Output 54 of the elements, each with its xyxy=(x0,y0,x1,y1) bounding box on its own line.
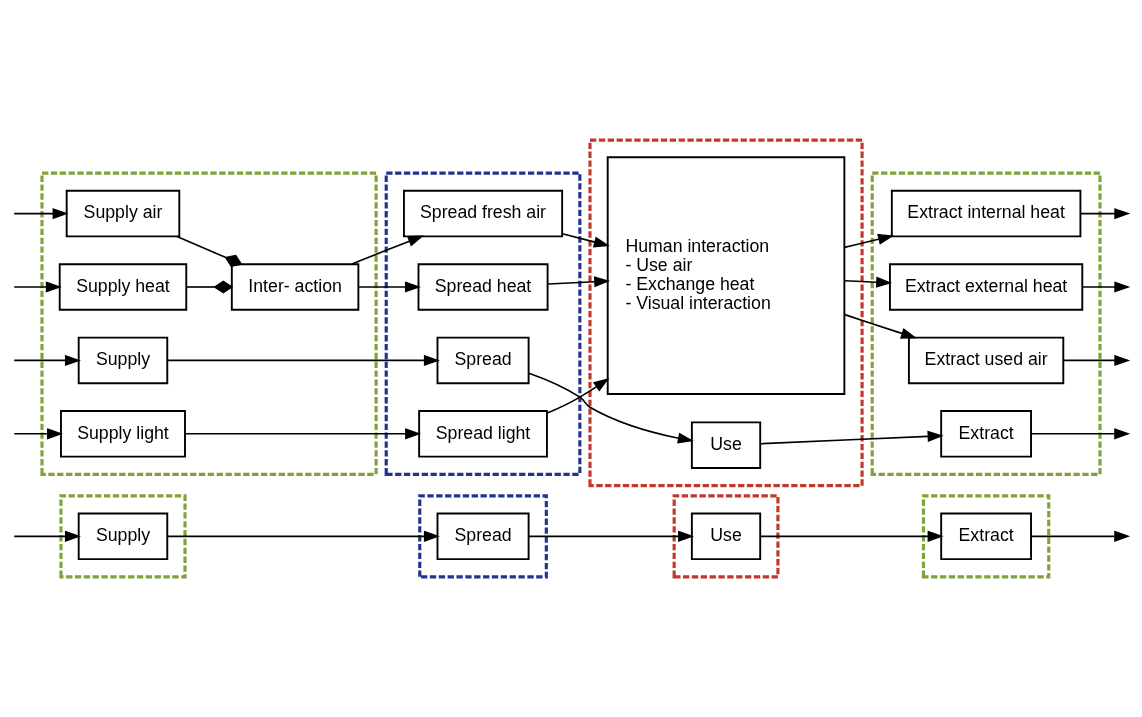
arrow xyxy=(1030,530,1131,542)
arrow xyxy=(13,208,69,220)
node-box: Spread xyxy=(436,512,530,561)
node-box: Spread heat xyxy=(417,263,549,311)
arrow xyxy=(13,354,81,366)
node-box: Supply light xyxy=(60,410,186,458)
arrow xyxy=(759,430,944,445)
arrow xyxy=(546,377,610,414)
arrow xyxy=(357,281,421,293)
arrow xyxy=(13,428,64,440)
node-box: Supply heat xyxy=(58,263,188,311)
arrow xyxy=(528,372,694,444)
cluster xyxy=(384,171,582,476)
node-box: Human interaction - Use air - Exchange heat - Visual interaction xyxy=(606,156,846,395)
node-box: Use xyxy=(690,421,762,469)
node-box: Extract xyxy=(940,410,1032,458)
arrow xyxy=(166,530,440,542)
arrow xyxy=(184,428,422,440)
node-box: Extract used air xyxy=(907,336,1065,385)
arrow xyxy=(843,313,917,339)
arrow xyxy=(843,233,894,249)
node-box: Extract xyxy=(940,512,1032,561)
arrow xyxy=(1081,281,1131,293)
arrow xyxy=(561,232,610,248)
node-box: Extract external heat xyxy=(888,263,1084,311)
node-box: Supply xyxy=(77,512,169,561)
cluster xyxy=(672,494,780,579)
node-box: Spread xyxy=(436,336,530,385)
node-box: Spread light xyxy=(418,410,548,458)
cluster xyxy=(588,138,864,488)
arrow xyxy=(166,354,440,366)
arrow xyxy=(1030,428,1131,440)
cluster xyxy=(59,494,187,579)
connector xyxy=(176,235,243,267)
arrow xyxy=(13,281,62,293)
arrow xyxy=(13,530,81,542)
cluster xyxy=(40,171,378,476)
arrow xyxy=(528,530,695,542)
cluster xyxy=(921,494,1051,579)
node-box: Extract internal heat xyxy=(890,189,1082,238)
connector xyxy=(185,280,234,294)
arrow xyxy=(547,276,611,288)
cluster xyxy=(418,494,548,579)
node-box: Use xyxy=(690,512,762,561)
arrow xyxy=(351,235,424,265)
node-box: Supply air xyxy=(65,189,181,238)
arrow xyxy=(759,530,944,542)
node-box: Supply xyxy=(77,336,169,385)
node-box: Inter- action xyxy=(230,263,360,311)
arrow xyxy=(1062,354,1131,366)
arrow xyxy=(1079,208,1131,220)
cluster xyxy=(870,171,1102,476)
arrow xyxy=(843,276,893,288)
node-box: Spread fresh air xyxy=(403,189,564,238)
